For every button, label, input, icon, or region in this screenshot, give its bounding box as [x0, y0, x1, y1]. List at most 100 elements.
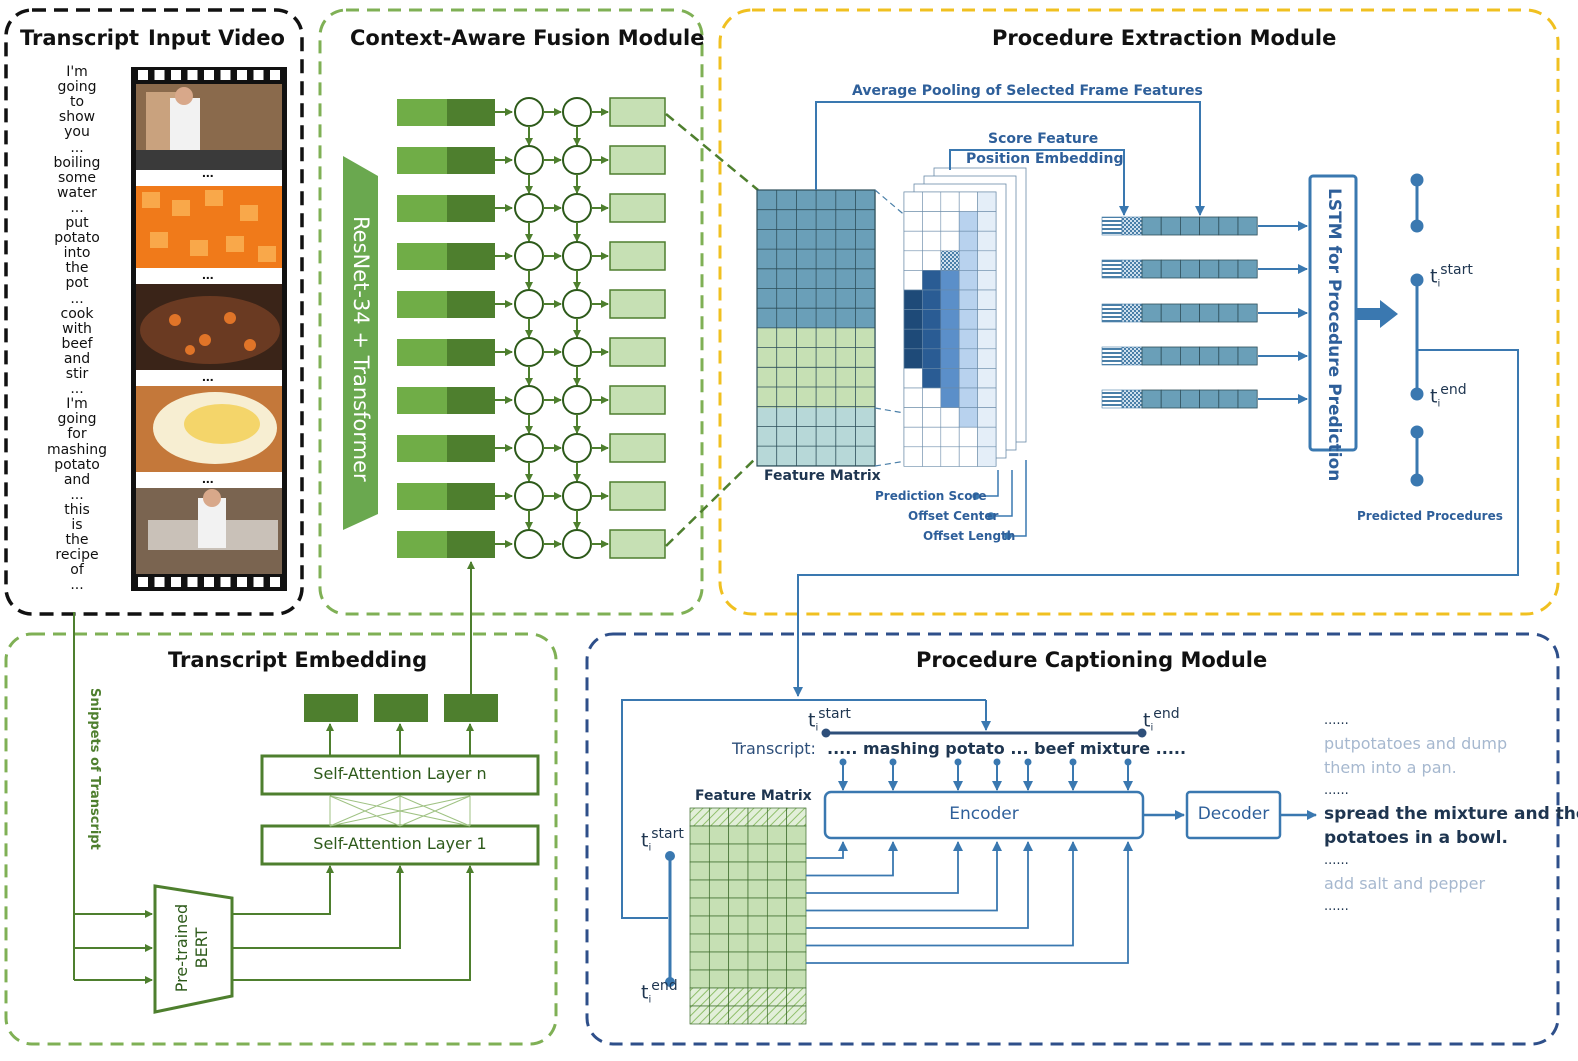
embedding-title: Transcript Embedding: [168, 648, 428, 672]
caption-output-line: potatoes in a bowl.: [1324, 828, 1508, 848]
transcript-word: to: [69, 94, 85, 111]
fusion-node: [514, 97, 544, 127]
layer-1-label: Self-Attention Layer 1: [313, 834, 487, 853]
t-start-caption-top: tistart: [808, 706, 851, 734]
fusion-node: [562, 337, 592, 367]
fusion-output: [609, 289, 666, 319]
transcript-word: of: [70, 562, 84, 579]
embedding-out-1: [304, 694, 358, 722]
transcript-word: for: [67, 426, 87, 443]
fusion-node: [514, 145, 544, 175]
transcript-word: ...: [70, 486, 84, 503]
fusion-output: [609, 385, 666, 415]
fusion-node: [562, 433, 592, 463]
transcript-word: some: [57, 169, 97, 186]
transcript-word: show: [58, 109, 96, 126]
offset-length-label: Offset Length: [923, 529, 1016, 543]
caption-output-line: ......: [1324, 713, 1349, 728]
feature-matrix-label: Feature Matrix: [764, 468, 881, 484]
bert-block: [153, 884, 234, 1014]
transcript-word: this: [64, 501, 90, 518]
fusion-output: [609, 433, 666, 463]
position-embedding-label: Position Embedding: [966, 151, 1124, 167]
decoder-label: Decoder: [1197, 804, 1270, 824]
caption-output-line: them into a pan.: [1324, 758, 1457, 777]
fusion-feature-light: [397, 387, 447, 414]
fusion-feature-dark: [447, 99, 495, 126]
fusion-node: [514, 529, 544, 559]
fusion-output: [609, 337, 666, 367]
fusion-output: [609, 529, 666, 559]
transcript-word: boiling: [53, 154, 101, 171]
video-ellipsis: ...: [202, 266, 214, 282]
fusion-feature-light: [397, 531, 447, 558]
fusion-node: [562, 481, 592, 511]
t-start-caption-left: tistart: [641, 826, 684, 854]
fusion-output: [609, 241, 666, 271]
transcript-word: ...: [70, 577, 84, 594]
fusion-node: [562, 97, 592, 127]
extraction-panel: [718, 8, 1560, 616]
transcript-word: the: [65, 532, 89, 549]
transcript-word: ...: [70, 199, 84, 216]
fusion-node: [562, 289, 592, 319]
fusion-node: [514, 433, 544, 463]
feature-matrix-captioning: [689, 807, 807, 1025]
fusion-feature-dark: [447, 291, 495, 318]
transcript-word: and: [63, 350, 91, 367]
caption-transcript-label: Transcript:: [732, 739, 816, 758]
transcript-word: the: [65, 260, 89, 277]
snippets-label: Snippets of Transcript: [87, 688, 102, 850]
fusion-output: [609, 481, 666, 511]
fusion-feature-light: [397, 243, 447, 270]
fusion-feature-light: [397, 99, 447, 126]
captioning-panel: [585, 632, 1560, 1046]
fusion-feature-dark: [447, 243, 495, 270]
encoder-label: Encoder: [949, 804, 1019, 824]
layer-n-label: Self-Attention Layer n: [313, 764, 487, 783]
fusion-node: [514, 481, 544, 511]
transcript-word: I'm: [66, 396, 88, 413]
video-ellipsis: ...: [202, 164, 214, 180]
fusion-feature-light: [397, 435, 447, 462]
fusion-node: [562, 241, 592, 271]
video-title: Input Video: [148, 26, 285, 50]
self-attention-layer-1: [260, 824, 540, 866]
fusion-node: [514, 193, 544, 223]
lstm-label: LSTM for Procedure Prediction: [1324, 188, 1344, 482]
transcript-word: water: [57, 184, 97, 201]
caption-transcript-text: ..... mashing potato ... beef mixture ..…: [827, 739, 1187, 758]
transcript-word: pot: [65, 275, 89, 292]
caption-output-line: ......: [1324, 783, 1349, 798]
caption-output-line: ......: [1324, 853, 1349, 868]
fusion-node: [514, 385, 544, 415]
transcript-word: into: [63, 245, 91, 262]
t-start-extraction: tistart: [1430, 262, 1473, 290]
fusion-output: [609, 145, 666, 175]
resnet-block: [343, 156, 378, 530]
extraction-title: Procedure Extraction Module: [992, 26, 1337, 50]
transcript-word: ...: [70, 139, 84, 156]
transcript-word: going: [57, 79, 97, 96]
fusion-output: [609, 193, 666, 223]
transcript-panel: [4, 8, 304, 616]
self-attention-layer-n: [260, 754, 540, 796]
fusion-feature-light: [397, 147, 447, 174]
avg-pool-label: Average Pooling of Selected Frame Featur…: [852, 83, 1203, 99]
transcript-word: ...: [70, 290, 84, 307]
transcript-word: stir: [65, 366, 89, 382]
transcript-title: Transcript: [20, 26, 140, 50]
fusion-node: [562, 385, 592, 415]
predicted-procedures-graphic: [1410, 173, 1424, 487]
fusion-feature-dark: [447, 483, 495, 510]
transcript-word: with: [62, 320, 92, 337]
transcript-word: ...: [70, 381, 84, 398]
embedding-out-3: [444, 694, 498, 722]
fusion-output: [609, 97, 666, 127]
feature-matrix-extraction: [756, 189, 876, 467]
fusion-node: [514, 241, 544, 271]
fusion-feature-dark: [447, 147, 495, 174]
video-ellipsis: ...: [202, 470, 214, 486]
